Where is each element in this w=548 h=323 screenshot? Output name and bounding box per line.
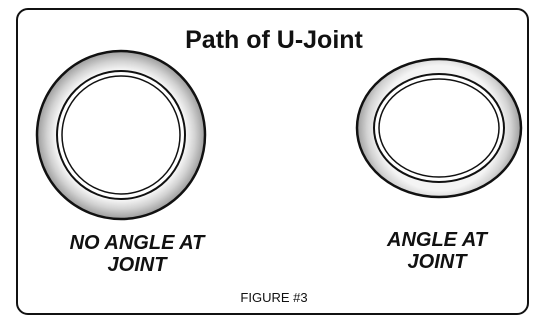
circular-path-inner-line xyxy=(61,75,181,195)
circular-path-inner-outline xyxy=(56,70,186,200)
elliptical-path-ring xyxy=(355,57,523,199)
no-angle-caption: NO ANGLE AT JOINT xyxy=(52,232,222,276)
circular-path-ring xyxy=(35,49,207,221)
angle-caption-line-1: ANGLE AT xyxy=(387,229,487,251)
no-angle-caption-line-1: NO ANGLE AT xyxy=(69,232,205,254)
diagram-title: Path of U-Joint xyxy=(185,26,363,54)
angle-caption: ANGLE AT JOINT xyxy=(352,229,522,273)
no-angle-caption-line-2: JOINT xyxy=(107,254,167,276)
elliptical-path-inner-outline xyxy=(373,73,505,183)
figure-label: FIGURE #3 xyxy=(240,290,308,305)
elliptical-path-inner-line xyxy=(378,78,500,178)
angle-caption-line-2: JOINT xyxy=(407,251,467,273)
